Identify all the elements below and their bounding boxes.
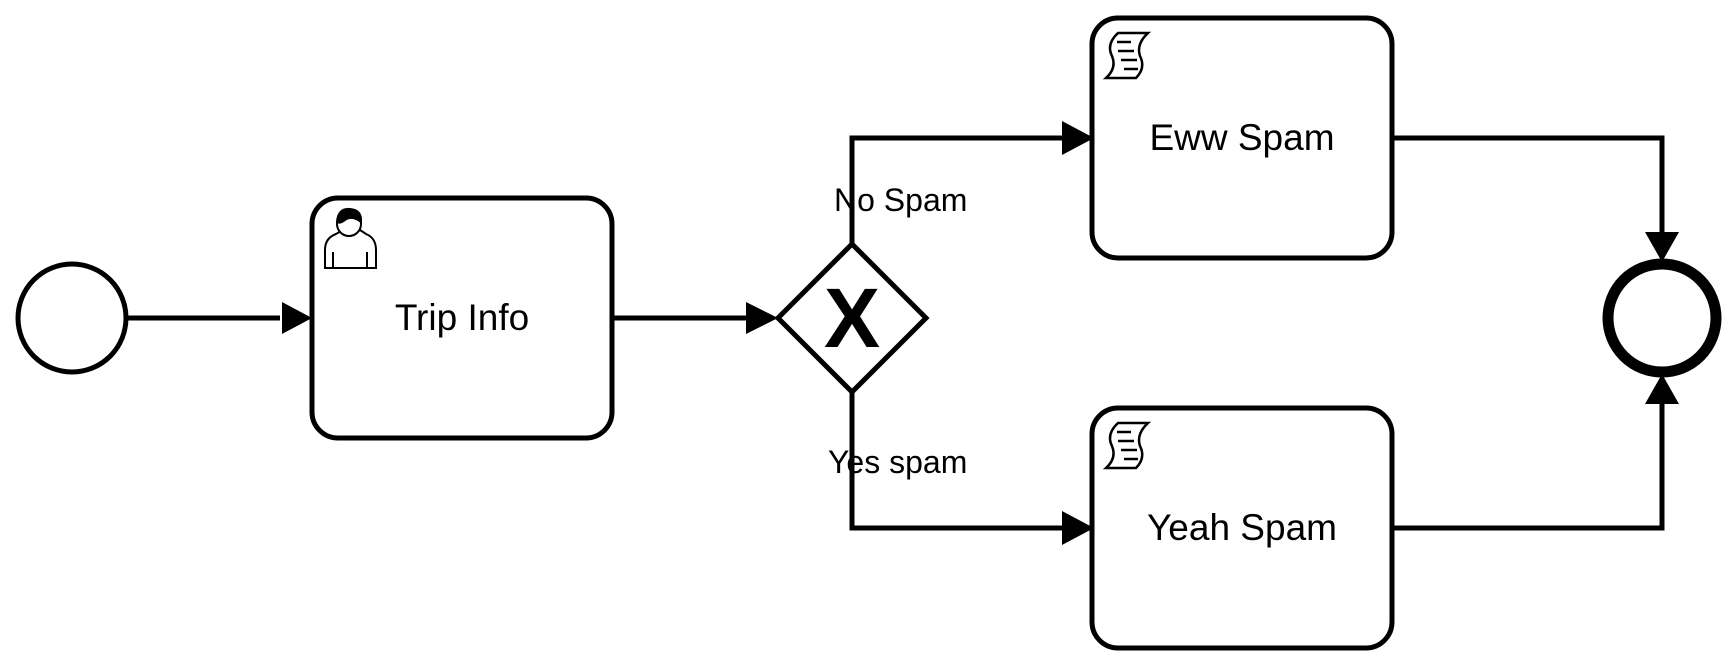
arrowhead bbox=[282, 302, 312, 334]
arrowhead bbox=[1645, 232, 1679, 262]
exclusive-gateway[interactable] bbox=[774, 240, 930, 396]
flow-label-yes-spam: Yes spam bbox=[828, 444, 968, 480]
end-event[interactable] bbox=[1602, 258, 1722, 378]
flow-gateway-to-eww-spam[interactable] bbox=[849, 135, 1062, 244]
arrowhead bbox=[746, 302, 778, 334]
script-icon bbox=[1102, 421, 1152, 470]
script-icon bbox=[1102, 31, 1152, 80]
arrowhead bbox=[1062, 121, 1094, 155]
start-event[interactable] bbox=[15, 261, 129, 375]
gateway-marker: X bbox=[823, 271, 881, 365]
task-trip-info[interactable] bbox=[309, 195, 615, 441]
task-yeah-spam[interactable] bbox=[1089, 405, 1395, 651]
arrowhead bbox=[1062, 511, 1094, 545]
flow-yeah-spam-to-end[interactable] bbox=[1392, 404, 1665, 531]
flow-gateway-to-yeah-spam[interactable] bbox=[849, 392, 1062, 531]
task-eww-spam[interactable] bbox=[1089, 15, 1395, 261]
arrowhead bbox=[1645, 374, 1679, 404]
sequence-flows bbox=[126, 121, 1679, 545]
user-icon bbox=[324, 207, 377, 269]
flow-eww-spam-to-end[interactable] bbox=[1392, 135, 1665, 232]
flow-label-no-spam: No Spam bbox=[834, 182, 968, 218]
